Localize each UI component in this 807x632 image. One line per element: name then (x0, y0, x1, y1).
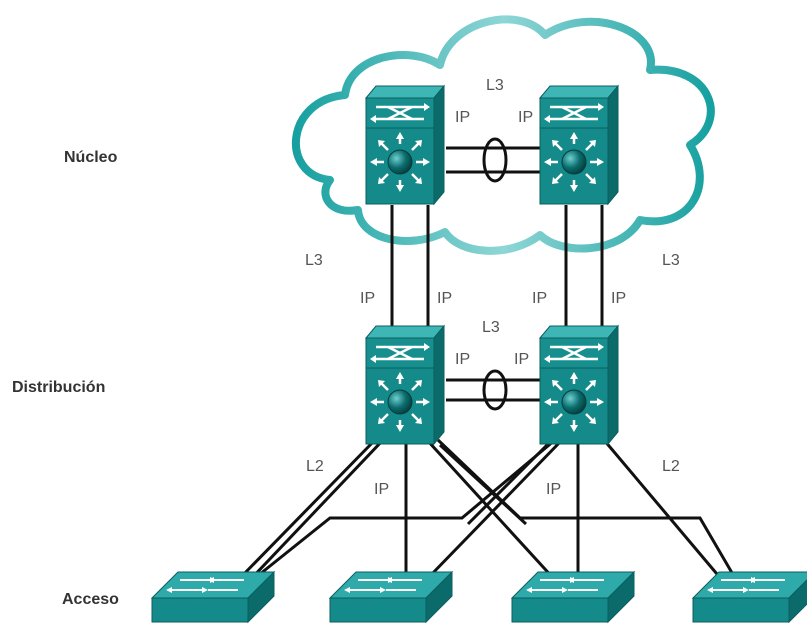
tier-label-access: Acceso (62, 591, 119, 608)
distribution-etherchannel-icon (482, 369, 508, 411)
core-ip-left-label: IP (455, 109, 470, 126)
tier-label-distribution: Distribución (12, 379, 105, 396)
distribution-switch-right-icon (538, 324, 620, 446)
core-switch-left-icon (364, 84, 446, 206)
access-ip-left-label: IP (374, 481, 389, 498)
uplink-ip-4-label: IP (611, 290, 626, 307)
dist-ip-left-label: IP (455, 351, 470, 368)
core-cloud-icon (292, 15, 715, 255)
uplink-ip-2-label: IP (437, 290, 452, 307)
access-l2-right-label: L2 (662, 458, 680, 475)
access-ip-right-label: IP (546, 481, 561, 498)
uplink-ip-1-label: IP (360, 290, 375, 307)
access-switch-1-icon (151, 571, 275, 623)
tier-label-core: Núcleo (64, 149, 118, 166)
core-etherchannel-icon (482, 137, 508, 183)
access-l2-left-label: L2 (306, 458, 324, 475)
core-ip-right-label: IP (518, 109, 533, 126)
core-switch-right-icon (538, 84, 620, 206)
uplink-l3-left-label: L3 (305, 252, 323, 269)
dist-ip-right-label: IP (514, 351, 529, 368)
uplink-ip-3-label: IP (532, 290, 547, 307)
links (238, 146, 737, 584)
access-switch-2-icon (329, 571, 453, 623)
access-switch-4-icon (692, 571, 807, 623)
distribution-switch-left-icon (364, 324, 446, 446)
dist-l3-label: L3 (482, 319, 500, 336)
access-switch-3-icon (511, 571, 635, 623)
core-l3-label: L3 (486, 77, 504, 94)
uplink-l3-right-label: L3 (662, 252, 680, 269)
